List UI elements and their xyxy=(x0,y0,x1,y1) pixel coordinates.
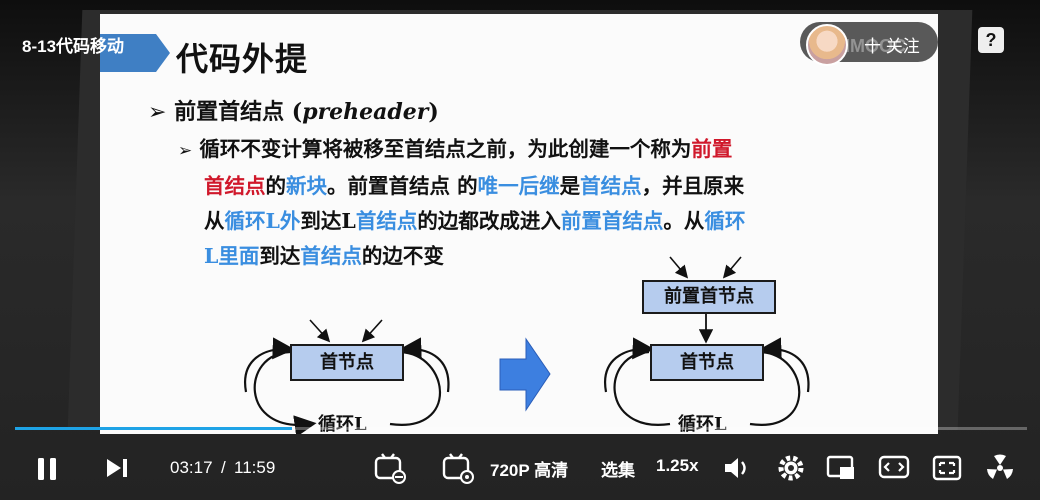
para-highlight: 循环L外 xyxy=(224,209,301,233)
picture-in-picture-icon[interactable] xyxy=(826,455,856,481)
para-highlight: L里面 xyxy=(204,244,260,268)
right-incoming-edge xyxy=(669,256,689,279)
time-current: 03:17 xyxy=(170,458,213,477)
para-text: 的 xyxy=(265,174,287,198)
episodes-button[interactable]: 选集 xyxy=(601,461,635,480)
danmaku-toggle-icon[interactable] xyxy=(374,452,406,484)
control-bar: 03:17 / 11:59 720P 高清 选集 1.25x xyxy=(0,440,1040,496)
video-title: 8-13代码移动 xyxy=(22,37,125,56)
bullet-preheader-close: ) xyxy=(428,99,439,125)
left-loop-label: 循环L xyxy=(318,414,367,434)
loop-diagram xyxy=(244,256,810,434)
progress-fill xyxy=(15,427,293,430)
transform-arrow-icon xyxy=(499,337,551,412)
danmaku-settings-icon[interactable] xyxy=(442,452,474,484)
para-highlight: 前置 xyxy=(691,137,733,161)
widescreen-icon[interactable] xyxy=(878,455,910,481)
fullscreen-icon[interactable] xyxy=(984,453,1016,483)
left-incoming-edge xyxy=(309,319,331,343)
pause-icon[interactable] xyxy=(36,456,60,482)
para-highlight: 新块 xyxy=(286,174,327,198)
help-icon[interactable]: ? xyxy=(978,27,1004,53)
para-highlight: 唯一后继 xyxy=(477,174,560,198)
left-loop-edge xyxy=(244,337,295,393)
description-paragraph: ➢ 循环不变计算将被移至首结点之前，为此创建一个称为前置 首结点的新块。前置首结… xyxy=(178,132,898,274)
para-highlight: 首结点 xyxy=(580,174,642,198)
para-text: 从 xyxy=(204,209,225,233)
right-loop-label: 循环L xyxy=(678,414,727,434)
slide: 代码外提 ➢ 前置首结点 (preheader) ➢ 循环不变计算将被移至首结点… xyxy=(100,14,938,434)
watermark-logo: IMOOC xyxy=(845,36,906,56)
para-text: 是 xyxy=(559,174,581,198)
avatar[interactable] xyxy=(806,24,848,66)
bullet-preheader-cn: 前置首结点 ( xyxy=(174,99,303,125)
para-highlight: 循环 xyxy=(704,209,746,233)
para-text: 的边不变 xyxy=(361,244,444,268)
next-icon[interactable] xyxy=(104,456,130,480)
progress-bar[interactable] xyxy=(15,427,1027,430)
para-highlight: 首结点 xyxy=(300,244,362,268)
web-fullscreen-icon[interactable] xyxy=(932,455,962,481)
speed-selector[interactable]: 1.25x xyxy=(656,456,699,475)
subbullet-arrow-icon: ➢ xyxy=(178,141,193,161)
para-text: 。前置首结点 的 xyxy=(327,174,478,198)
follow-label[interactable]: 十 关注 xyxy=(864,37,920,56)
para-highlight: 首结点 xyxy=(204,174,266,198)
right-preheader-node: 前置首节点 xyxy=(642,280,776,314)
quality-selector[interactable]: 720P 高清 xyxy=(490,461,569,480)
bullet-preheader-en: preheader xyxy=(302,99,429,125)
right-loop-edge xyxy=(759,337,810,393)
volume-icon[interactable] xyxy=(722,454,752,482)
right-header-node: 首节点 xyxy=(650,344,764,381)
para-highlight: 首结点 xyxy=(355,209,418,233)
para-text: 到达 xyxy=(259,244,301,268)
para-text: 的边都改成进入 xyxy=(417,209,561,233)
title-chevron-decoration xyxy=(100,34,170,72)
left-loop-edge xyxy=(399,337,450,393)
settings-gear-icon[interactable] xyxy=(776,453,806,483)
para-text: ，并且原来 xyxy=(641,174,745,198)
para-text: 循环不变计算将被移至首结点之前，为此创建一个称为 xyxy=(199,137,692,161)
right-loop-edge xyxy=(604,337,655,393)
time-total: 11:59 xyxy=(234,458,276,477)
right-incoming-edge xyxy=(722,256,742,279)
slide-title: 代码外提 xyxy=(176,40,309,78)
bullet-arrow-icon: ➢ xyxy=(148,100,167,125)
para-highlight: 前置首结点 xyxy=(560,209,664,233)
left-incoming-edge xyxy=(361,319,383,343)
para-text: 。从 xyxy=(663,209,705,233)
time-separator: / xyxy=(221,458,226,477)
bullet-preheader: ➢ 前置首结点 (preheader) xyxy=(148,94,439,126)
left-header-node: 首节点 xyxy=(290,344,404,381)
para-text: 到达L xyxy=(300,209,356,233)
